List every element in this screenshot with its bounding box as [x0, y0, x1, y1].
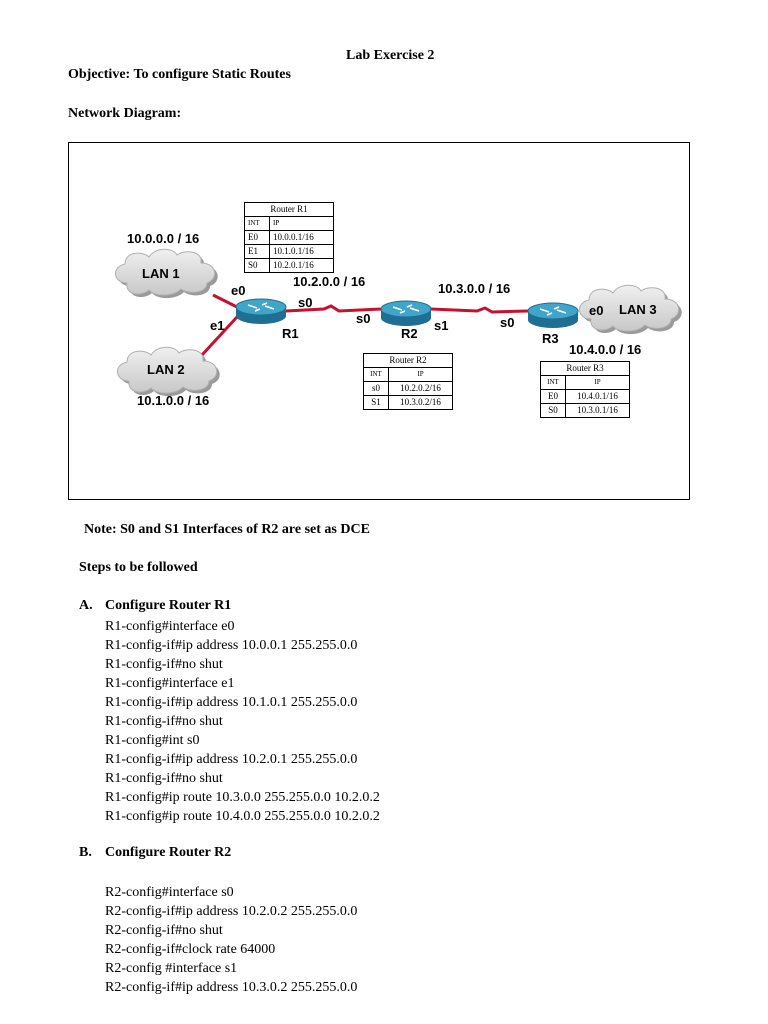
r2-command-list: R2-config#interface s0 R2-config-if#ip a…	[105, 883, 357, 997]
command-line: R2-config-if#ip address 10.3.0.2 255.255…	[105, 980, 358, 995]
command-line: R1-config-if#ip address 10.0.0.1 255.255…	[105, 638, 358, 653]
table-cell: 10.4.0.1/16	[565, 389, 630, 404]
r1-command-list: R1-config#interface e0 R1-config-if#ip a…	[105, 617, 380, 826]
link-lan1-r1	[212, 293, 238, 309]
command-line: R1-config#interface e1	[105, 676, 235, 691]
command-line: R1-config-if#ip address 10.1.0.1 255.255…	[105, 695, 358, 710]
lan3-network-label: 10.4.0.0 / 16	[569, 342, 642, 357]
lan3-cloud	[579, 284, 682, 335]
serial-link-r2-r3	[430, 306, 529, 314]
table-header-int: INT	[244, 216, 270, 231]
command-line: R2-config-if#no shut	[105, 923, 223, 938]
r3-s0-label: s0	[500, 315, 515, 330]
r1-e1-label: e1	[210, 318, 225, 333]
r3-router-label: R3	[542, 331, 559, 346]
r2-router-label: R2	[401, 326, 418, 341]
r1-e0-label: e0	[231, 283, 246, 298]
command-line: R1-config#ip route 10.4.0.0 255.255.0.0 …	[105, 809, 380, 824]
r2r3-network-label: 10.3.0.0 / 16	[438, 281, 511, 296]
router-r3-icon	[527, 302, 579, 328]
table-cell: s0	[363, 381, 389, 396]
command-line: R1-config#int s0	[105, 733, 200, 748]
lan2-cloud	[117, 346, 220, 397]
table-caption: Router R3	[540, 361, 630, 376]
r1-s0-label: s0	[298, 295, 313, 310]
command-line: R1-config#ip route 10.3.0.0 255.255.0.0 …	[105, 790, 380, 805]
diagram-heading: Network Diagram:	[68, 106, 182, 121]
network-diagram: 10.0.0.0 / 16 LAN 1 e0 e1 R1 s0 10.2.0.0…	[68, 142, 690, 500]
table-cell: S1	[363, 395, 389, 410]
table-cell: 10.3.0.2/16	[388, 395, 453, 410]
dce-note: Note: S0 and S1 Interfaces of R2 are set…	[84, 522, 370, 537]
command-line: R2-config-if#clock rate 64000	[105, 942, 276, 957]
objective-line: Objective: To configure Static Routes	[68, 67, 291, 82]
table-cell: 10.2.0.1/16	[269, 258, 334, 273]
router-r2-icon	[380, 300, 432, 326]
command-line: R1-config-if#no shut	[105, 771, 223, 786]
command-line: R2-config-if#ip address 10.2.0.2 255.255…	[105, 904, 358, 919]
table-cell: E0	[540, 389, 566, 404]
table-cell: S0	[244, 258, 270, 273]
table-caption: Router R2	[363, 353, 453, 368]
command-line: R1-config-if#no shut	[105, 657, 223, 672]
lan1-network-label: 10.0.0.0 / 16	[127, 231, 200, 246]
lan1-label: LAN 1	[142, 266, 180, 281]
section-a-marker: A.	[79, 598, 93, 613]
table-cell: S0	[540, 403, 566, 418]
r2-s0-label: s0	[356, 311, 371, 326]
link-lan2-r1	[200, 315, 239, 357]
serial-link-r1-r2	[285, 304, 382, 313]
router-r1-icon	[235, 298, 287, 324]
table-caption: Router R1	[244, 202, 334, 217]
command-line: R2-config #interface s1	[105, 961, 238, 976]
command-line: R2-config#interface s0	[105, 885, 234, 900]
document-title: Lab Exercise 2	[346, 48, 435, 63]
table-cell: 10.2.0.2/16	[388, 381, 453, 396]
table-cell: 10.0.0.1/16	[269, 230, 334, 245]
table-header-ip: IP	[565, 375, 630, 390]
table-cell: 10.3.0.1/16	[565, 403, 630, 418]
lan2-network-label: 10.1.0.0 / 16	[137, 393, 210, 408]
table-cell: E0	[244, 230, 270, 245]
network-links	[200, 293, 529, 357]
section-b-marker: B.	[79, 845, 92, 860]
r1-router-label: R1	[282, 326, 299, 341]
command-line: R1-config-if#no shut	[105, 714, 223, 729]
table-header-ip: IP	[269, 216, 334, 231]
command-line: R1-config#interface e0	[105, 619, 235, 634]
r3-e0-label: e0	[589, 303, 604, 318]
steps-heading: Steps to be followed	[79, 560, 198, 575]
r1r2-network-label: 10.2.0.0 / 16	[293, 274, 366, 289]
table-header-int: INT	[363, 367, 389, 382]
network-diagram-graphic	[115, 248, 682, 397]
table-cell: 10.1.0.1/16	[269, 244, 334, 259]
lan1-cloud	[115, 248, 218, 299]
section-a-title: Configure Router R1	[105, 598, 232, 613]
r2-s1-label: s1	[434, 318, 449, 333]
command-line: R1-config-if#ip address 10.2.0.1 255.255…	[105, 752, 358, 767]
lan2-label: LAN 2	[147, 362, 185, 377]
table-header-ip: IP	[388, 367, 453, 382]
section-b-title: Configure Router R2	[105, 845, 232, 860]
table-cell: E1	[244, 244, 270, 259]
lan3-label: LAN 3	[619, 302, 657, 317]
table-header-int: INT	[540, 375, 566, 390]
